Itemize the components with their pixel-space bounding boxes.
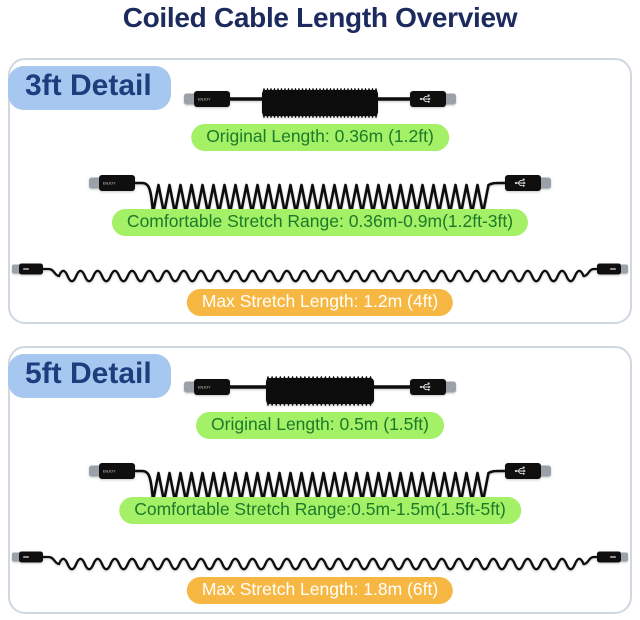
max-stretch-pill: Max Stretch Length: 1.8m (6ft) xyxy=(186,577,454,604)
usb-trident-icon xyxy=(514,178,526,187)
usb-a-tip xyxy=(538,177,551,189)
usb-trident-icon xyxy=(419,382,431,391)
usb-trident-icon xyxy=(514,466,526,475)
max-stretch-cable-graphic xyxy=(12,551,628,571)
panel-3ft: 3ft Detail ENJOY Original Length: 0.36m … xyxy=(8,58,632,324)
connector-body xyxy=(597,263,621,275)
stretch-range-pill: Comfortable Stretch Range: 0.36m-0.9m(1.… xyxy=(111,209,529,236)
usb-c-tip xyxy=(89,465,102,477)
stretch-range-pill: Comfortable Stretch Range:0.5m-1.5m(1.5f… xyxy=(119,497,521,524)
usb-a-tip xyxy=(619,552,628,562)
page-title: Coiled Cable Length Overview xyxy=(122,2,518,33)
usb-a-tip xyxy=(443,93,456,105)
coiled-cable-graphic: ENJOY xyxy=(184,376,456,406)
usb-a-tip xyxy=(538,465,551,477)
connector-body xyxy=(194,91,230,107)
connector-brand-text: ENJOY xyxy=(103,469,116,473)
panel-3ft-badge: 3ft Detail xyxy=(8,66,171,110)
usb-c-tip xyxy=(12,264,21,274)
usb-c-tip xyxy=(12,552,21,562)
max-stretch-cable-graphic xyxy=(12,263,628,283)
usb-c-tip xyxy=(184,93,197,105)
connector-brand-text: ENJOY xyxy=(103,181,116,185)
connector-body xyxy=(99,175,135,191)
connector-body xyxy=(99,463,135,479)
usb-a-tip xyxy=(443,381,456,393)
original-length-pill: Original Length: 0.36m (1.2ft) xyxy=(191,124,449,151)
panel-5ft: 5ft Detail ENJOY Original Length: 0.5m (… xyxy=(8,346,632,614)
connector-body xyxy=(19,263,43,275)
connector-body xyxy=(19,551,43,563)
max-stretch-pill: Max Stretch Length: 1.2m (4ft) xyxy=(186,289,454,316)
usb-c-tip xyxy=(184,381,197,393)
connector-body xyxy=(194,379,230,395)
coiled-cable-graphic: ENJOY xyxy=(184,88,456,118)
usb-a-tip xyxy=(619,264,628,274)
connector-body xyxy=(597,551,621,563)
connector-brand-text: ENJOY xyxy=(198,385,211,389)
usb-c-tip xyxy=(89,177,102,189)
original-length-pill: Original Length: 0.5m (1.5ft) xyxy=(196,412,444,439)
connector-brand-text: ENJOY xyxy=(198,97,211,101)
stretched-cable-graphic: ENJOY xyxy=(89,175,551,215)
panel-5ft-badge: 5ft Detail xyxy=(8,354,171,398)
stretched-cable-graphic: ENJOY xyxy=(89,463,551,503)
usb-trident-icon xyxy=(419,94,431,103)
